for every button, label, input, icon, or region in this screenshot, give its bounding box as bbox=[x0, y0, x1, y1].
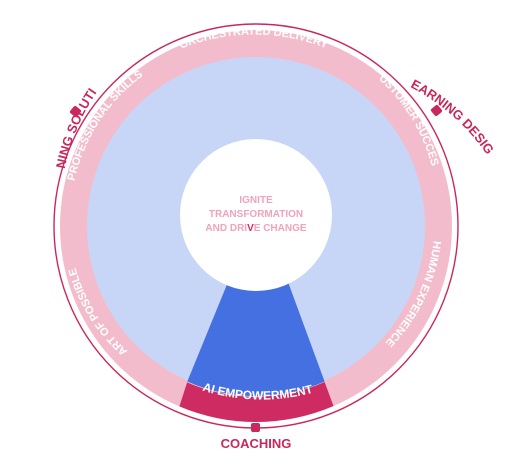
center-message: IGNITE TRANSFORMATION AND DRIVE CHANGE bbox=[205, 195, 306, 234]
outer-ring-marker-left bbox=[69, 105, 82, 118]
center-line-3: AND DRIVE CHANGE bbox=[205, 223, 306, 234]
center-circle bbox=[180, 139, 332, 291]
ai-empowerment-wedge bbox=[187, 282, 325, 397]
center-line-1: IGNITE bbox=[239, 195, 273, 206]
outer-label-coaching: COACHING bbox=[221, 436, 292, 451]
center-line-3-start: AND DRI bbox=[205, 223, 247, 234]
center-line-3-end: E CHANGE bbox=[254, 223, 307, 234]
outer-ring-marker-bottom bbox=[251, 423, 260, 432]
center-line-3-accent: V bbox=[247, 223, 254, 234]
outer-ring-marker-right bbox=[430, 104, 443, 117]
outer-ring bbox=[53, 23, 459, 432]
ai-empowerment-segment bbox=[179, 382, 334, 422]
center-line-2: TRANSFORMATION bbox=[209, 209, 303, 220]
